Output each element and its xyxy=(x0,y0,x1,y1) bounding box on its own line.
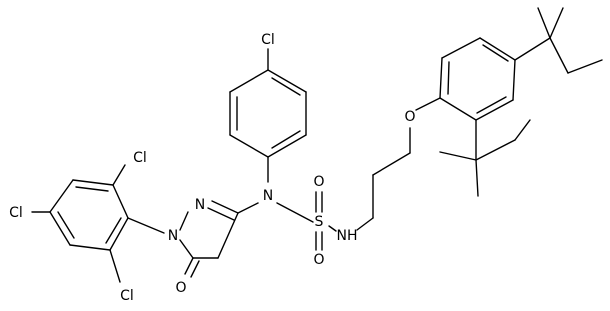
bond-double xyxy=(207,207,235,221)
bond xyxy=(514,119,531,141)
bond xyxy=(267,134,307,158)
atom-nh-amine: NH xyxy=(337,228,358,244)
atom-n-sulfonamide: N xyxy=(263,188,273,204)
bond xyxy=(537,7,551,39)
atom-s-sulfonyl: S xyxy=(315,214,324,230)
bond xyxy=(441,37,481,59)
bond xyxy=(475,99,514,121)
atom-cl-left-bottom: Cl xyxy=(120,288,134,304)
bond xyxy=(567,59,603,74)
bond xyxy=(439,97,477,121)
bond xyxy=(217,212,239,259)
bond xyxy=(112,164,126,186)
bond xyxy=(69,244,111,251)
bond-double-inner xyxy=(105,217,122,244)
bond xyxy=(415,97,441,111)
bond-double-inner xyxy=(447,61,450,95)
bond-double-inner xyxy=(482,44,509,62)
bond-double-inner xyxy=(476,96,507,114)
bond xyxy=(356,217,374,231)
atom-o-ketone: O xyxy=(175,280,186,296)
bond xyxy=(267,69,307,93)
atom-n-pyrazole-1: N xyxy=(168,228,178,244)
bond-double-inner xyxy=(75,186,109,192)
bond xyxy=(109,249,121,283)
bond xyxy=(229,69,269,93)
bond xyxy=(439,151,477,161)
atom-o-ether: O xyxy=(404,109,415,125)
bond xyxy=(328,225,337,232)
bond xyxy=(439,57,443,99)
bond xyxy=(211,200,239,214)
atom-cl-left: Cl xyxy=(9,205,23,221)
atom-n-pyrazole-2: N xyxy=(195,197,205,213)
atom-cl-left-top: Cl xyxy=(133,150,147,166)
atom-cl-top: Cl xyxy=(261,32,275,48)
atom-o-sulfonyl-bottom: O xyxy=(313,252,324,268)
bond xyxy=(49,179,74,213)
bond xyxy=(479,37,516,61)
bond xyxy=(49,211,71,246)
bond-double-inner xyxy=(271,130,301,149)
bond xyxy=(179,239,194,259)
bond xyxy=(109,217,129,251)
bond xyxy=(229,134,269,158)
bond-double-inner xyxy=(271,77,301,96)
atom-labels: Cl Cl Cl Cl N N N O S O O NH O xyxy=(9,32,415,304)
bond xyxy=(549,7,564,39)
bond xyxy=(112,184,129,219)
bond xyxy=(276,202,314,223)
bond xyxy=(127,217,165,234)
bond-double xyxy=(190,260,200,278)
atom-o-sulfonyl-top: O xyxy=(313,174,324,190)
bond xyxy=(475,159,479,197)
bond xyxy=(372,152,411,176)
bond xyxy=(72,179,114,186)
bond-double-inner xyxy=(57,211,75,239)
bonds xyxy=(31,7,603,283)
bond xyxy=(179,211,189,231)
bond xyxy=(475,139,516,161)
bond xyxy=(184,257,194,275)
bond xyxy=(512,59,516,101)
bond xyxy=(549,37,569,74)
bond xyxy=(237,202,259,214)
bond xyxy=(514,37,551,61)
